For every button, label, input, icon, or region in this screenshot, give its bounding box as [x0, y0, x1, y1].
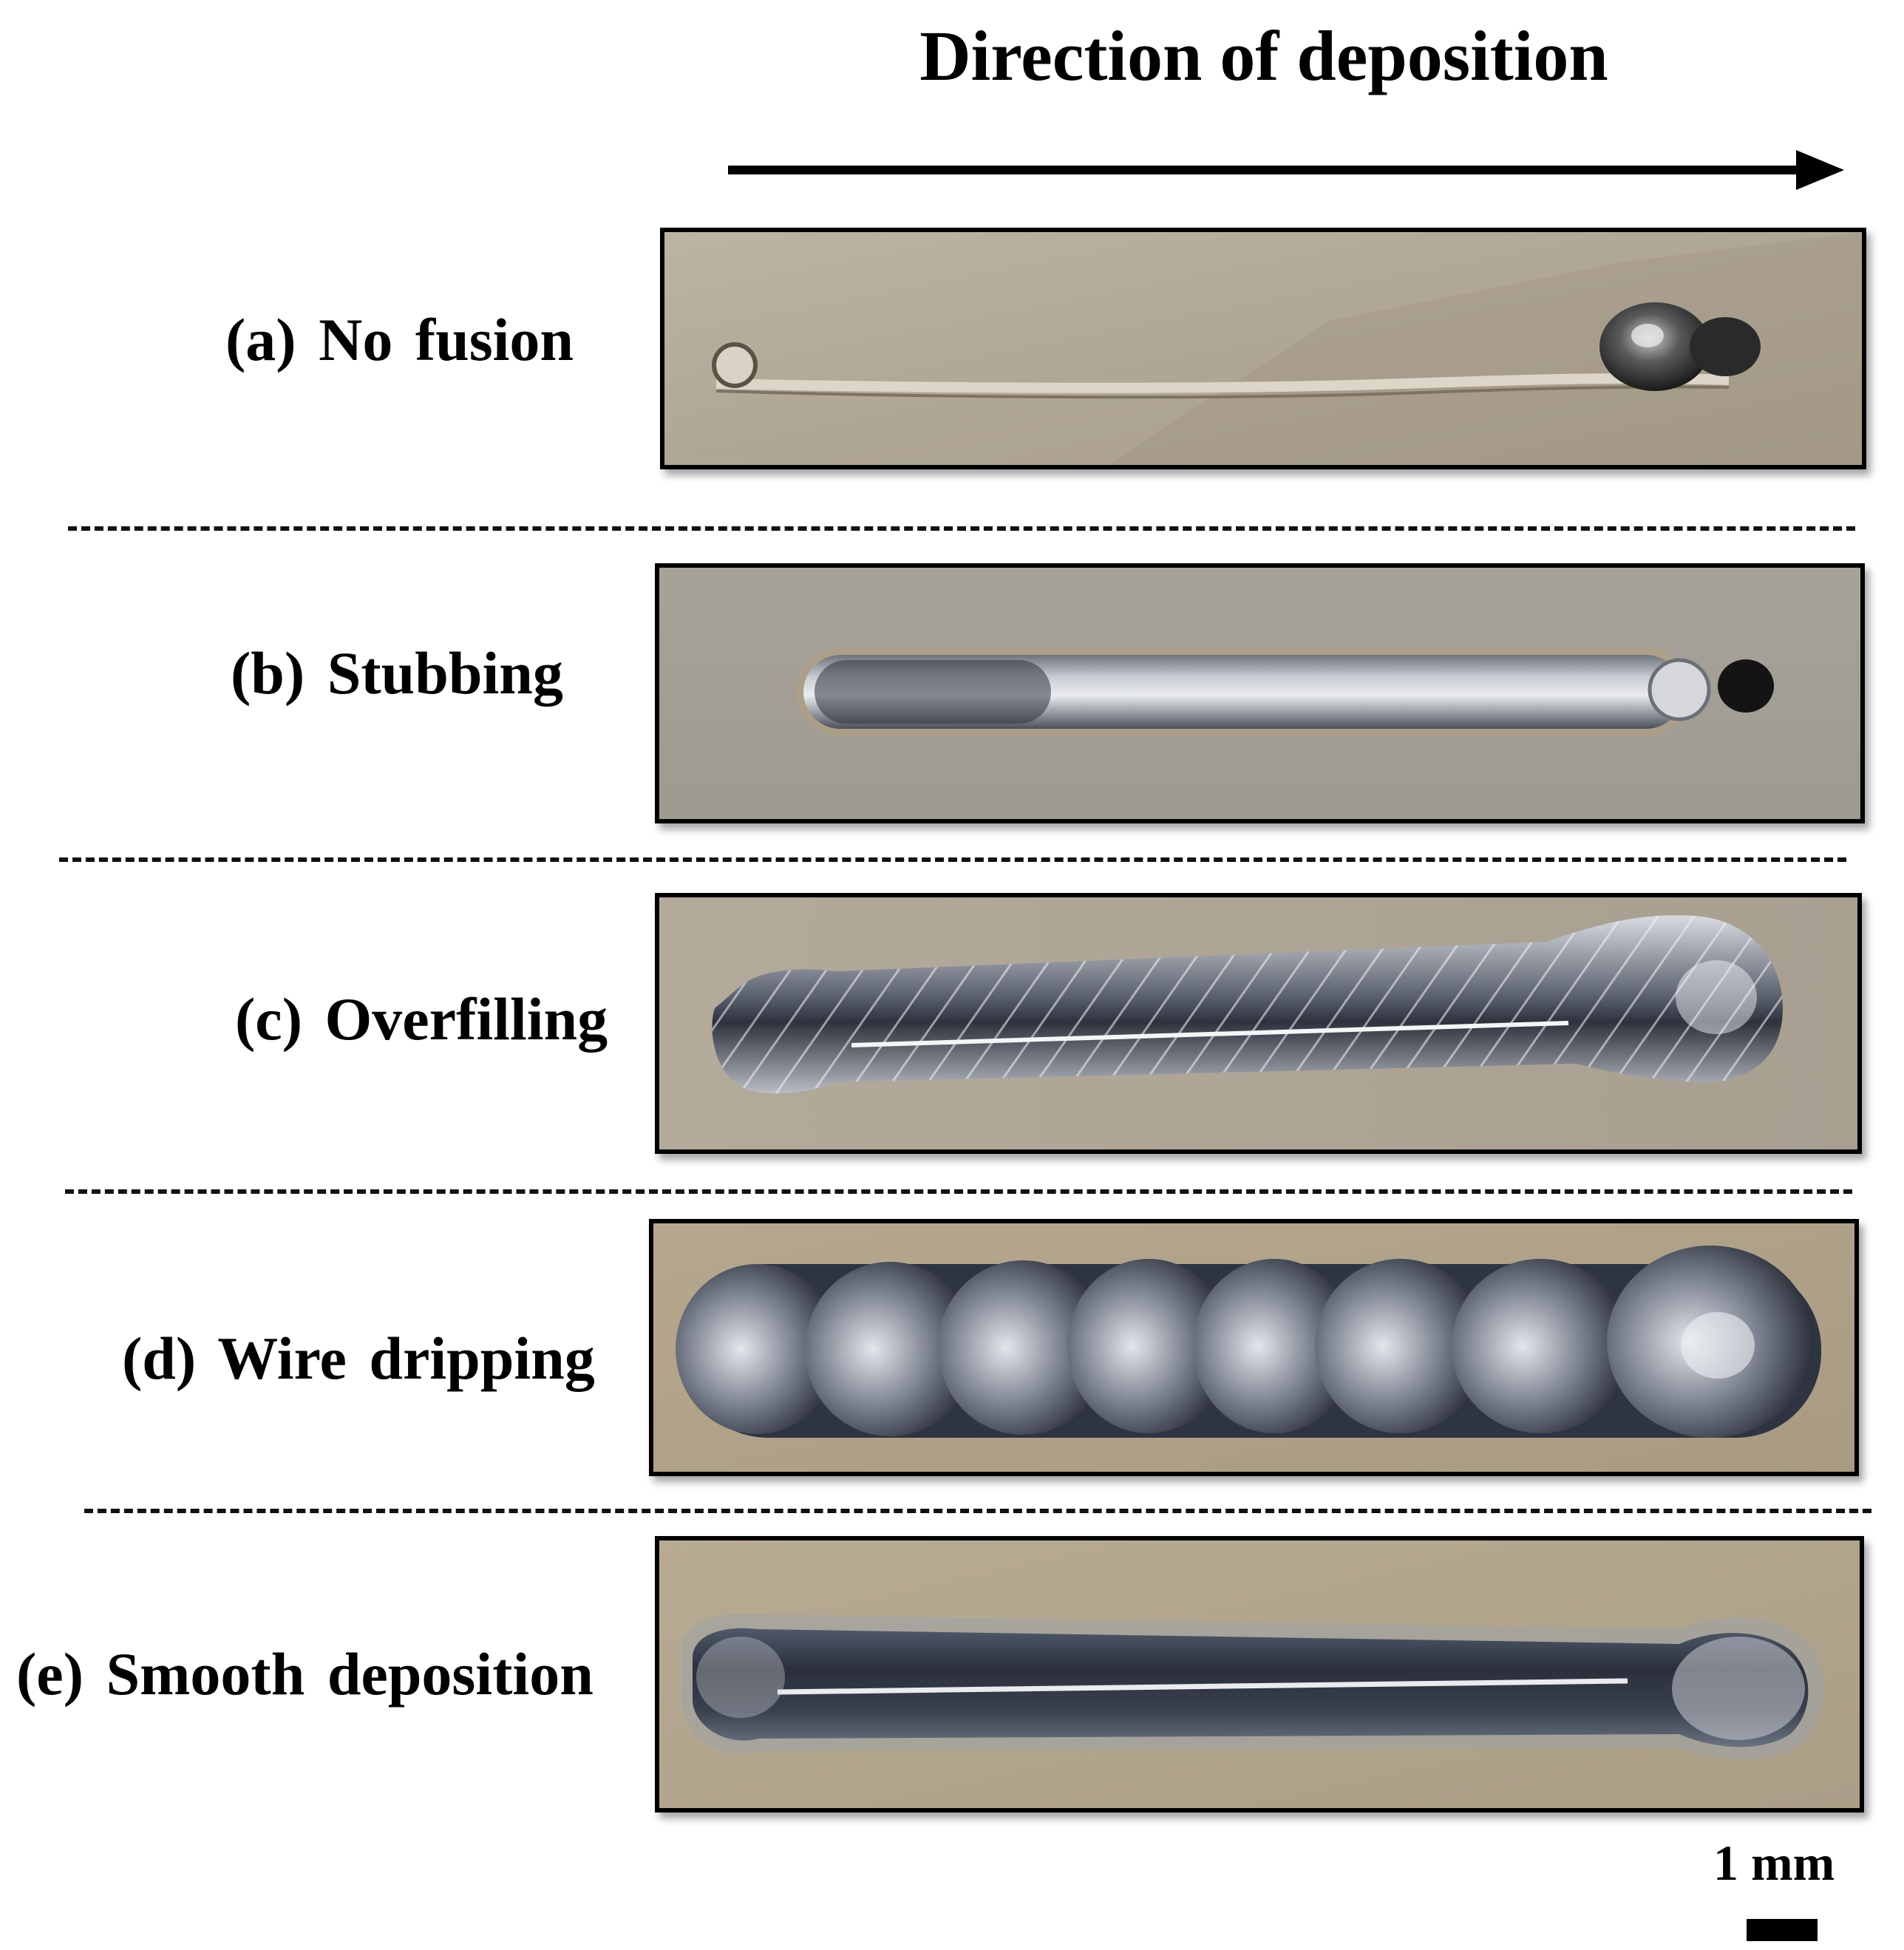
row-label-smooth-deposition: (e) Smooth deposition [16, 1640, 594, 1708]
divider-2 [59, 857, 1846, 862]
panel-wire-dripping [649, 1219, 1859, 1476]
wire-dripping-bead-photo-icon [653, 1223, 1854, 1472]
no-fusion-bead-photo-icon [664, 232, 1862, 465]
row-label-wire-dripping: (d) Wire dripping [122, 1325, 595, 1392]
direction-title: Direction of deposition [919, 16, 1608, 95]
panel-overfilling [655, 893, 1862, 1154]
scale-bar [1747, 1919, 1818, 1941]
smooth-deposition-bead-photo-icon [659, 1540, 1860, 1808]
divider-3 [65, 1189, 1852, 1194]
row-label-overfilling: (c) Overfilling [235, 985, 608, 1053]
scale-bar-label: 1 mm [1713, 1835, 1835, 1891]
panel-no-fusion [660, 228, 1866, 469]
overfilling-bead-photo-icon [659, 897, 1857, 1149]
divider-1 [68, 526, 1855, 531]
direction-arrow-icon [728, 150, 1844, 190]
panel-smooth-deposition [655, 1536, 1864, 1813]
row-label-stubbing: (b) Stubbing [231, 639, 563, 707]
row-label-no-fusion: (a) No fusion [225, 306, 574, 373]
stubbing-bead-photo-icon [659, 568, 1860, 819]
panel-stubbing [655, 563, 1865, 823]
divider-4 [84, 1509, 1871, 1513]
